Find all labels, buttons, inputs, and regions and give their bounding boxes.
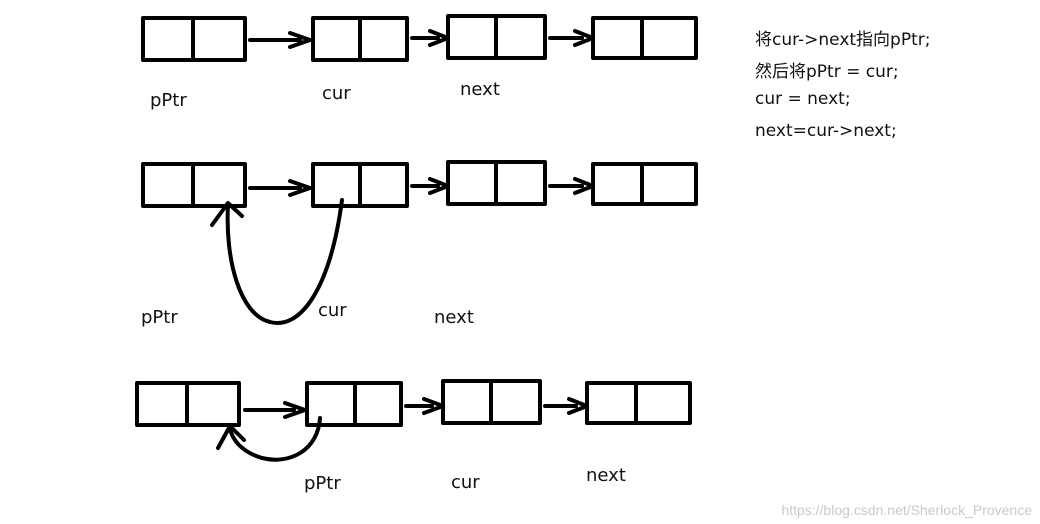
- row2-curve-arrowhead: [210, 201, 244, 227]
- row3-label-pptr: pPtr: [304, 473, 341, 494]
- row2-node1: [141, 162, 247, 208]
- row3-node4: [585, 381, 692, 425]
- row3-node1: [135, 381, 241, 427]
- row2-arrow2: [410, 177, 450, 195]
- note-line-3: cur = next;: [755, 89, 851, 109]
- row2-node3: [446, 160, 547, 206]
- note-line-4: next=cur->next;: [755, 121, 897, 141]
- watermark: https://blog.csdn.net/Sherlock_Provence: [781, 502, 1032, 518]
- row3-curve-arrow: [228, 416, 322, 462]
- row1-arrow3: [548, 29, 595, 47]
- row2-arrow3: [548, 177, 595, 195]
- row2-node2: [311, 162, 409, 208]
- row3-curve-arrowhead: [216, 424, 246, 450]
- row1-node4: [591, 16, 698, 60]
- row2-label-pptr: pPtr: [141, 307, 178, 328]
- row1-node3: [446, 14, 547, 60]
- row1-label-cur: cur: [322, 83, 351, 104]
- row1-node1: [141, 16, 247, 62]
- row2-label-next: next: [434, 307, 474, 328]
- row3-node3: [441, 379, 542, 425]
- note-line-2: 然后将pPtr = cur;: [755, 62, 899, 82]
- row3-label-cur: cur: [451, 472, 480, 493]
- row1-label-next: next: [460, 79, 500, 100]
- row1-arrow1: [248, 31, 312, 49]
- row2-curve-arrow: [225, 198, 344, 325]
- row3-arrow2: [404, 397, 445, 415]
- row3-label-next: next: [586, 465, 626, 486]
- row1-node2: [311, 16, 409, 62]
- row1-arrow2: [410, 29, 450, 47]
- row3-arrow1: [243, 401, 307, 419]
- row1-label-pptr: pPtr: [150, 90, 187, 111]
- row3-arrow3: [543, 397, 589, 415]
- row2-arrow1: [248, 179, 312, 197]
- note-line-1: 将cur->next指向pPtr;: [755, 30, 931, 50]
- row2-label-cur: cur: [318, 300, 347, 321]
- row2-node4: [591, 162, 698, 206]
- row3-node2: [305, 381, 403, 427]
